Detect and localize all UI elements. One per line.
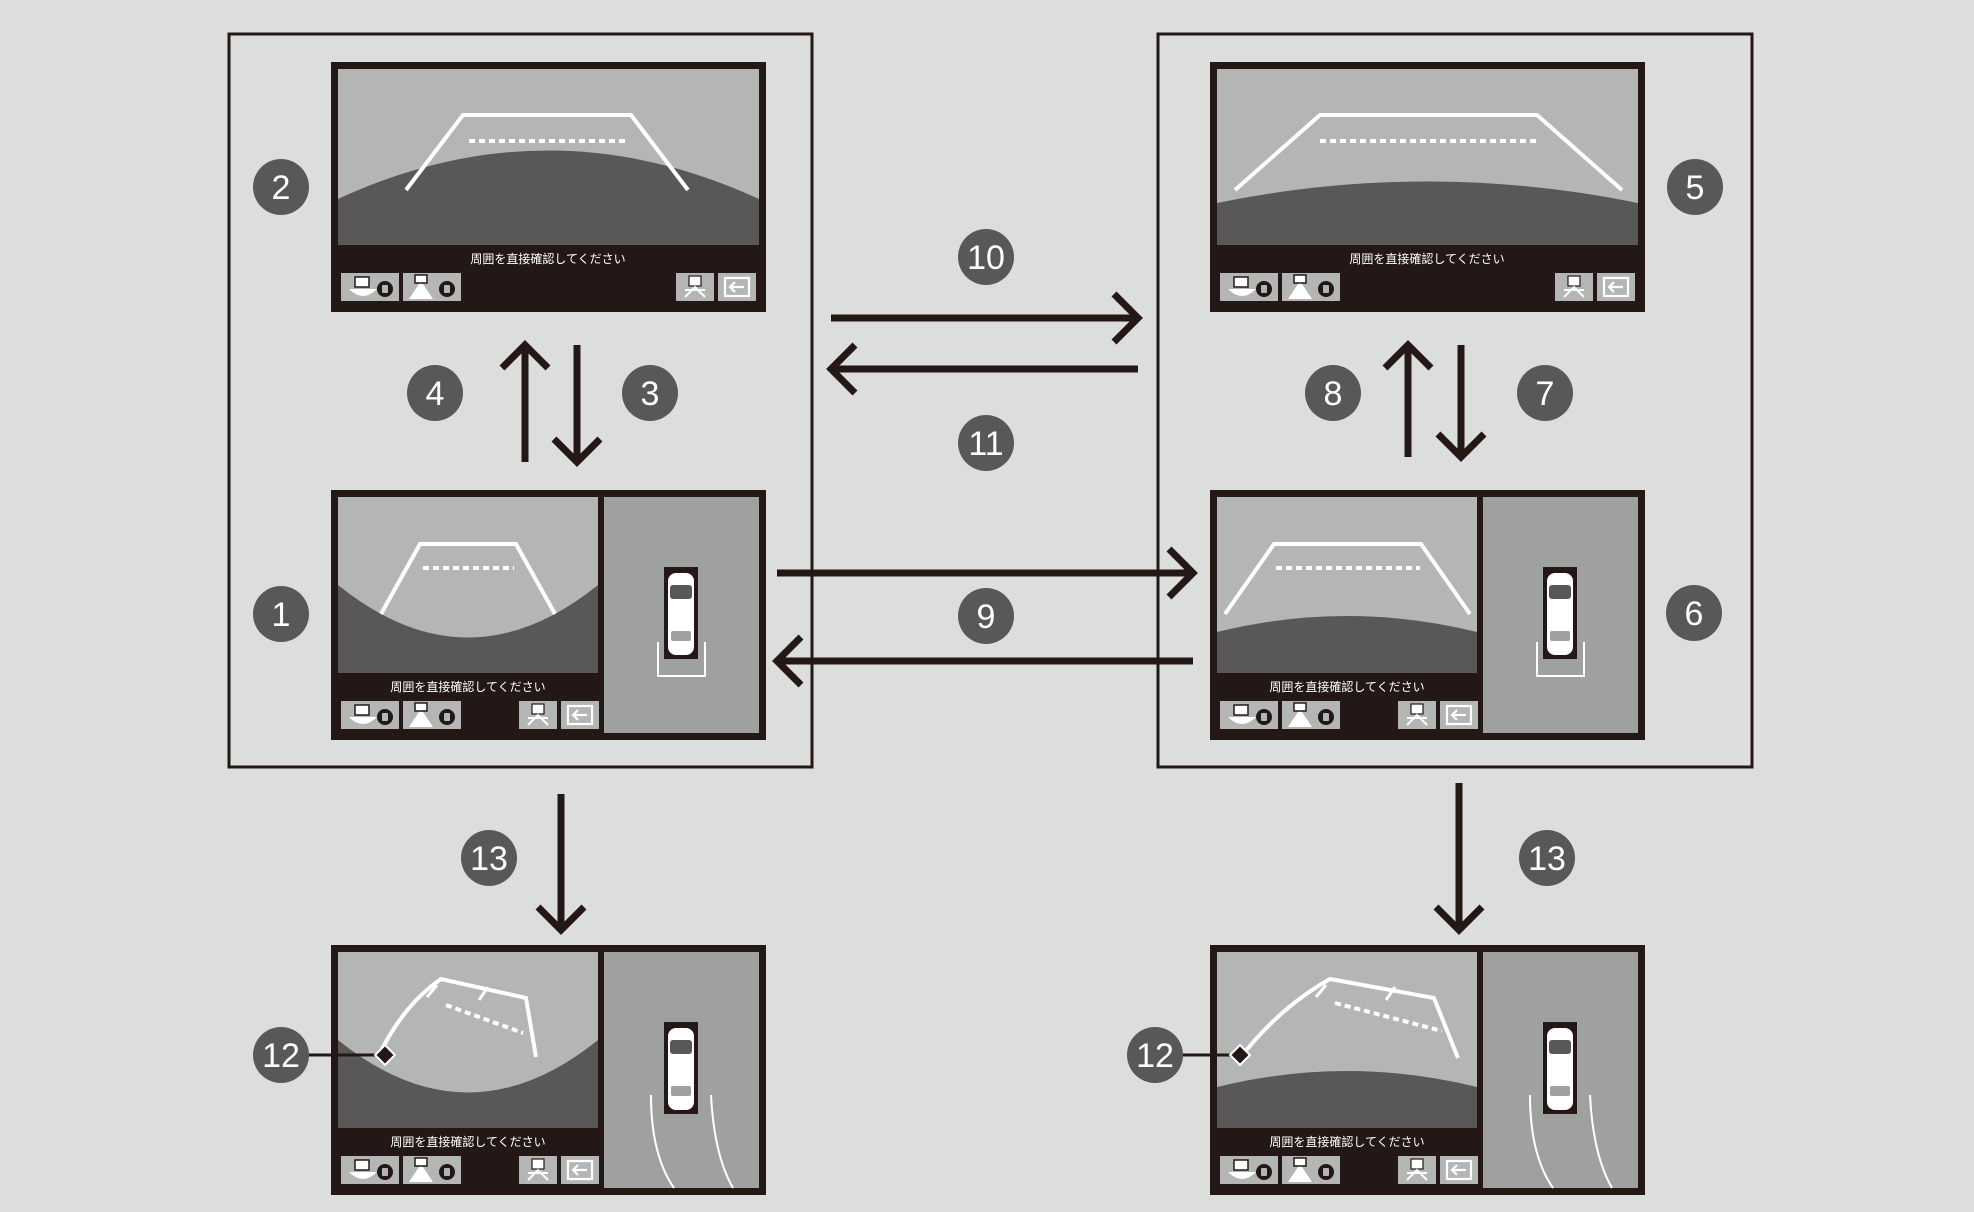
svg-text:12: 12 [1136,1037,1174,1075]
svg-text:1: 1 [272,596,291,634]
svg-text:13: 13 [1528,840,1566,878]
screen-bottom-left-turning-guide: 周囲を直接確認してください [331,945,766,1195]
svg-text:4: 4 [426,375,445,413]
screen-5-hint: 周囲を直接確認してください [1349,251,1504,266]
leader-12-right [1182,1043,1252,1067]
screen-bl-hint: 周囲を直接確認してください [390,1134,545,1149]
svg-text:6: 6 [1685,595,1704,633]
arrow-8-up [1382,340,1434,457]
callout-11: 11 [958,415,1014,471]
callout-5: 5 [1667,159,1723,215]
screen-2-rear-view-full: 周囲を直接確認してください [331,62,766,312]
arrow-9-left [772,634,1193,688]
callout-9: 9 [958,588,1014,644]
arrow-3-down [551,345,603,467]
callout-10: 10 [958,229,1014,285]
callout-2: 2 [253,159,309,215]
screen-6-wide-view-split: 周囲を直接確認してください [1210,490,1645,740]
svg-text:12: 12 [262,1037,300,1075]
arrow-13-down-right [1433,783,1485,935]
callout-13-left: 13 [461,830,517,886]
callout-8: 8 [1305,365,1361,421]
arrow-10-right [831,291,1143,345]
svg-text:5: 5 [1686,169,1705,207]
right-group-frame [1156,32,1754,769]
callout-3: 3 [622,365,678,421]
screen-5-wide-view-full: 周囲を直接確認してください [1210,62,1645,312]
svg-text:10: 10 [967,239,1005,277]
svg-text:2: 2 [272,169,291,207]
callout-4: 4 [407,365,463,421]
screen-bottom-right-turning-guide: 周囲を直接確認してください [1210,945,1645,1195]
callout-7: 7 [1517,365,1573,421]
screen-6-hint: 周囲を直接確認してください [1269,679,1424,694]
callout-12-right: 12 [1127,1027,1183,1083]
arrow-13-down-left [535,794,587,935]
screen-2-hint: 周囲を直接確認してください [470,251,625,266]
screen-1-rear-view-split: 周囲を直接確認してください [331,490,766,740]
svg-text:13: 13 [470,840,508,878]
arrow-7-down [1435,345,1487,462]
screen-1-hint: 周囲を直接確認してください [390,679,545,694]
arrow-11-left [826,342,1138,396]
svg-text:11: 11 [968,425,1003,463]
callout-13-right: 13 [1519,830,1575,886]
callout-1: 1 [253,586,309,642]
screen-br-hint: 周囲を直接確認してください [1269,1134,1424,1149]
svg-text:8: 8 [1324,375,1343,413]
arrow-4-up [499,340,551,462]
leader-12-left [308,1043,397,1067]
arrow-9-right [777,546,1198,600]
svg-text:7: 7 [1536,375,1555,413]
svg-text:3: 3 [641,375,660,413]
callout-6: 6 [1666,585,1722,641]
callout-12-left: 12 [253,1027,309,1083]
svg-text:9: 9 [977,598,996,636]
left-group-frame [227,32,814,769]
